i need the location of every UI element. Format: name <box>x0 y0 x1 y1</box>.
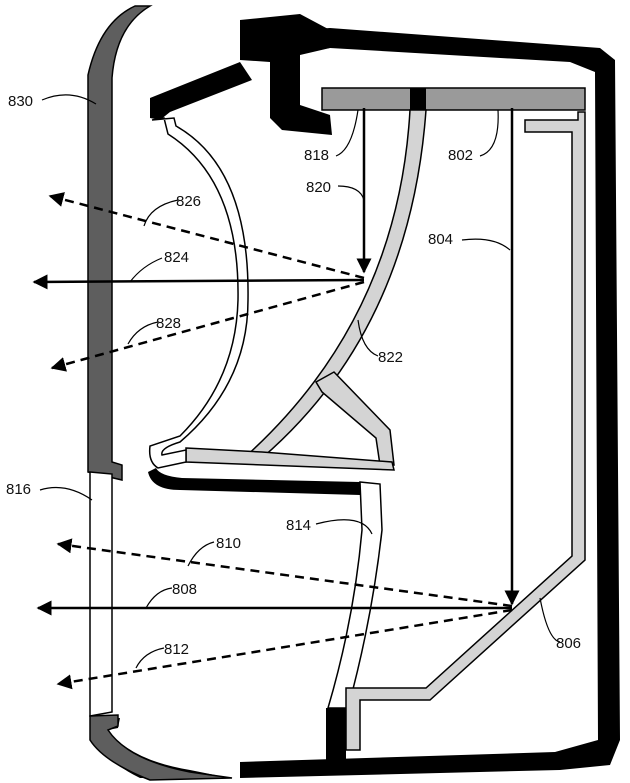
label-810: 810 <box>216 535 241 552</box>
leader-812 <box>136 648 164 668</box>
leader-808 <box>146 588 172 608</box>
upper-reflector-outer <box>244 110 426 458</box>
label-828: 828 <box>156 315 181 332</box>
leader-802 <box>480 110 498 156</box>
label-814: 814 <box>286 517 311 534</box>
leader-816 <box>40 488 92 500</box>
label-824: 824 <box>164 249 189 266</box>
leader-826 <box>144 200 178 226</box>
upper-reflector-822 <box>186 110 426 470</box>
source-bar-802 <box>322 88 585 110</box>
label-830: 830 <box>8 93 33 110</box>
front-panel-lower <box>90 715 232 780</box>
leader-820 <box>338 186 364 200</box>
label-820: 820 <box>306 179 331 196</box>
label-806: 806 <box>556 635 581 652</box>
label-804: 804 <box>428 231 453 248</box>
leader-818 <box>336 110 358 156</box>
lower-lens-814 <box>328 482 382 708</box>
label-826: 826 <box>176 193 201 210</box>
housing-top-step <box>240 14 332 135</box>
label-816: 816 <box>6 481 31 498</box>
label-812: 812 <box>164 641 189 658</box>
leader-824 <box>130 258 162 282</box>
upper-lens <box>150 118 248 468</box>
front-panel <box>88 6 232 780</box>
label-818: 818 <box>304 147 329 164</box>
source-bar-black-joint <box>410 88 426 110</box>
mid-shelf <box>148 468 360 495</box>
upper-reflector-base <box>186 448 394 470</box>
ray-824 <box>34 280 364 282</box>
ray-810 <box>58 544 512 606</box>
source-bar <box>322 88 585 110</box>
label-802: 802 <box>448 147 473 164</box>
bottom-post <box>326 708 346 765</box>
lower-lens-outline <box>328 482 382 708</box>
label-808: 808 <box>172 581 197 598</box>
upper-lens-outline <box>150 118 248 468</box>
upper-reflector-strut <box>316 372 394 465</box>
leader-804 <box>462 239 510 250</box>
leader-lines <box>40 95 560 668</box>
upper-baffle-arm <box>150 62 252 120</box>
front-panel-upper <box>88 6 150 480</box>
label-822: 822 <box>378 349 403 366</box>
